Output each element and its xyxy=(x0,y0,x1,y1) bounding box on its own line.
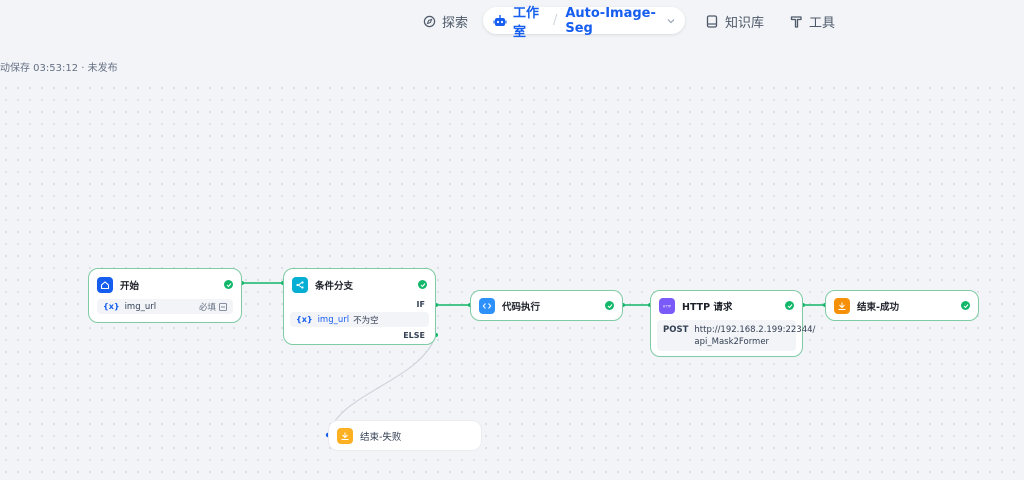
top-navigation-bar: 探索 工作室 / Auto-Image-Seg 知识库 工具 xyxy=(0,0,1024,44)
node-end-fail[interactable]: 结束-失败 xyxy=(328,420,482,451)
node-http[interactable]: HTTP HTTP 请求 POST http://192.168.2.199:2… xyxy=(650,290,815,357)
start-variable-row[interactable]: {x} img_url 必填 xyxy=(97,299,233,314)
svg-text:HTTP: HTTP xyxy=(663,304,671,308)
nav-explore[interactable]: 探索 xyxy=(422,9,468,33)
branch-icon xyxy=(292,277,308,293)
compass-icon xyxy=(422,14,436,28)
start-variable-name: img_url xyxy=(124,301,157,312)
variable-icon: {x} xyxy=(296,315,313,324)
http-icon: HTTP xyxy=(659,298,675,314)
nav-studio-label: 工作室 xyxy=(513,5,540,40)
nav-tools-label: 工具 xyxy=(809,15,836,31)
nav-tools[interactable]: 工具 xyxy=(789,9,835,33)
if-branch-label: IF xyxy=(416,300,425,309)
node-code-title: 代码执行 xyxy=(502,302,541,313)
http-url-line2: api_Mask2Former xyxy=(694,337,770,347)
http-url-line1: http://192.168.2.199:22344/ xyxy=(694,325,816,335)
nav-explore-label: 探索 xyxy=(442,15,469,31)
book-icon xyxy=(705,14,719,28)
node-end-fail-title: 结束-失败 xyxy=(360,432,402,443)
node-end-success-title: 结束-成功 xyxy=(857,302,899,313)
required-badge: 必填 xyxy=(198,302,216,313)
breadcrumb-separator: / xyxy=(552,13,558,28)
condition-variable: img_url xyxy=(317,314,350,325)
http-request-summary[interactable]: POST http://192.168.2.199:22344/ api_Mas… xyxy=(657,320,815,351)
http-method: POST xyxy=(663,325,689,335)
robot-icon xyxy=(493,14,507,28)
success-check-icon xyxy=(418,280,427,289)
node-start-title: 开始 xyxy=(120,281,140,292)
workflow-canvas[interactable]: 开始 {x} img_url 必填 条件分支 IF {x} img_url xyxy=(0,82,1024,480)
success-check-icon xyxy=(224,280,233,289)
node-ifelse-title: 条件分支 xyxy=(315,281,354,292)
image-type-icon xyxy=(219,302,227,311)
nav-knowledge[interactable]: 知识库 xyxy=(705,9,764,33)
code-icon xyxy=(479,298,495,314)
flag-icon xyxy=(834,298,850,314)
variable-icon: {x} xyxy=(103,302,120,311)
node-http-title: HTTP 请求 xyxy=(682,302,733,313)
condition-row[interactable]: {x} img_url 不为空 xyxy=(290,312,429,327)
else-branch-label: ELSE xyxy=(403,331,425,340)
hammer-icon xyxy=(789,14,803,28)
flag-icon xyxy=(337,428,353,444)
node-end-success[interactable]: 结束-成功 xyxy=(825,290,979,321)
node-ifelse[interactable]: 条件分支 IF {x} img_url 不为空 ELSE xyxy=(283,268,436,345)
success-check-icon xyxy=(961,301,970,310)
nav-knowledge-label: 知识库 xyxy=(725,15,765,31)
autosave-status: 动保存 03:53:12 · 未发布 xyxy=(0,63,118,74)
success-check-icon xyxy=(605,301,614,310)
app-name[interactable]: Auto-Image-Seg xyxy=(565,5,656,36)
condition-operator: 不为空 xyxy=(353,315,379,326)
nav-studio-pill[interactable]: 工作室 / Auto-Image-Seg xyxy=(483,5,685,40)
success-check-icon xyxy=(785,301,794,310)
home-icon xyxy=(97,277,113,293)
node-start[interactable]: 开始 {x} img_url 必填 xyxy=(88,268,242,323)
node-code[interactable]: 代码执行 xyxy=(470,290,623,321)
chevron-down-icon[interactable] xyxy=(667,17,675,25)
